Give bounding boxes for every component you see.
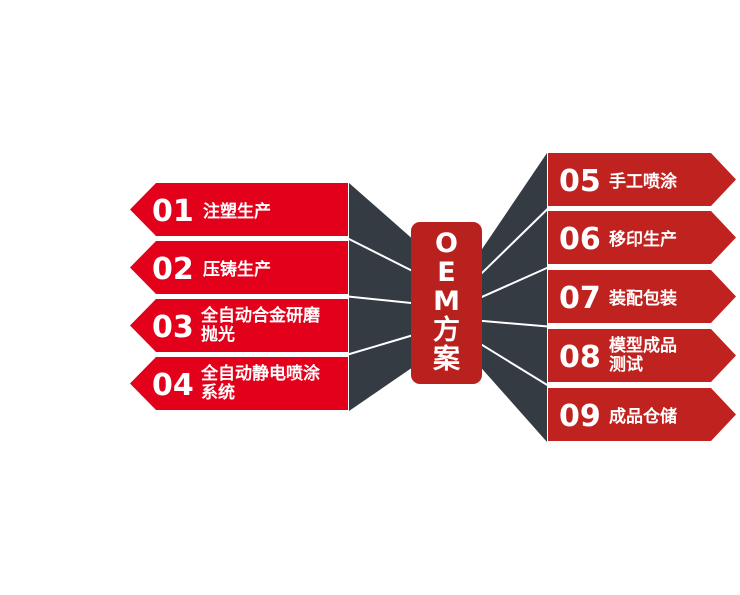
item-number: 02 [152, 252, 194, 287]
separator-line [347, 237, 417, 274]
item-number: 01 [152, 194, 194, 229]
right-item-09[interactable]: 09 成品仓储 [548, 388, 736, 441]
arrow-shape [130, 241, 348, 294]
arrow-shape [130, 357, 348, 410]
hub-char: O [435, 228, 458, 259]
separator-line [475, 266, 549, 301]
right-item-07[interactable]: 07 装配包装 [548, 270, 736, 323]
arrow-shape [130, 299, 348, 352]
hub-box [411, 222, 482, 384]
separator-line [475, 340, 549, 387]
left-item-01[interactable]: 01 注塑生产 [130, 183, 348, 236]
separator-line [475, 319, 549, 328]
item-label: 成品仓储 [609, 406, 677, 427]
separator-line [347, 333, 417, 356]
item-number: 05 [559, 164, 601, 199]
arrow-shape [548, 153, 736, 206]
arrow-shape [548, 388, 736, 441]
right-item-05[interactable]: 05 手工喷涂 [548, 153, 736, 206]
item-label-line: 模型成品 [609, 335, 677, 356]
hub-char: M [433, 286, 460, 317]
left-fan [349, 183, 416, 411]
item-label: 注塑生产 [203, 201, 271, 222]
hub-char: 方 [433, 314, 460, 346]
item-number: 07 [559, 281, 601, 316]
arrow-shape [548, 270, 736, 323]
item-label: 装配包装 [608, 288, 677, 309]
item-label: 压铸生产 [203, 259, 271, 280]
item-number: 09 [559, 399, 601, 434]
left-item-02[interactable]: 02 压铸生产 [130, 241, 348, 294]
item-number: 03 [152, 310, 194, 345]
arrow-shape [130, 183, 348, 236]
arrow-shape [548, 329, 736, 382]
item-label: 手工喷涂 [609, 171, 678, 192]
item-number: 04 [152, 368, 194, 403]
separator-line [347, 295, 417, 305]
item-label-line: 抛光 [201, 324, 235, 345]
item-label-line: 系统 [201, 382, 235, 403]
item-label-line: 测试 [609, 354, 643, 375]
item-number: 06 [559, 222, 601, 257]
hub-char: 案 [432, 343, 461, 375]
right-fan [476, 153, 547, 442]
item-label-line: 全自动合金研磨 [200, 305, 321, 326]
separator-line [475, 207, 549, 280]
item-label-line: 全自动静电喷涂 [200, 363, 321, 384]
hub-char: E [437, 257, 455, 288]
item-number: 08 [559, 340, 601, 375]
arrow-shape [548, 211, 736, 264]
right-item-06[interactable]: 06 移印生产 [548, 211, 736, 264]
item-label: 移印生产 [609, 229, 677, 250]
